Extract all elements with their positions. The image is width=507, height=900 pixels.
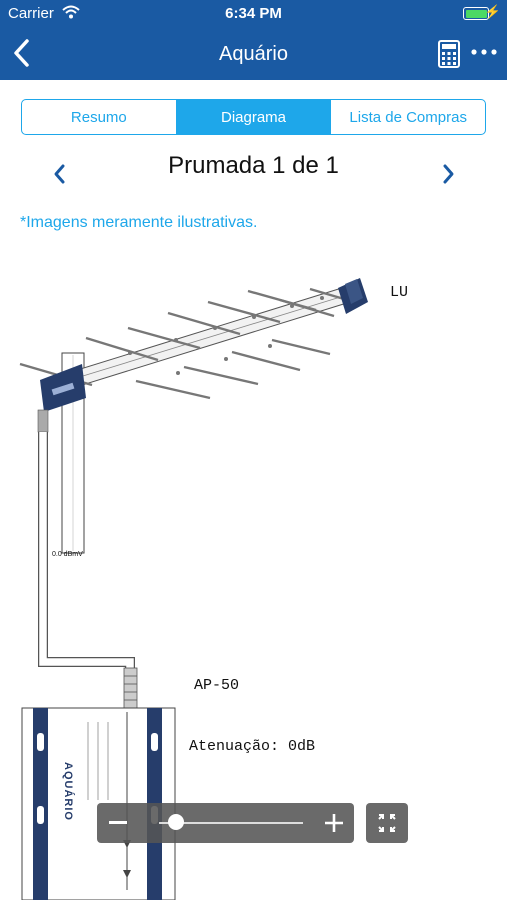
antenna-dipole-housing: [40, 364, 86, 412]
tab-lista-de-compras[interactable]: Lista de Compras: [349, 108, 467, 126]
zoom-slider-thumb[interactable]: [168, 814, 185, 830]
diagram-canvas[interactable]: LU 0.0 dBmV AP-50 Atenuação: 0dB AQUÁRIO: [0, 240, 507, 900]
tab-diagrama[interactable]: Diagrama: [176, 100, 332, 134]
chevron-left-icon[interactable]: [50, 162, 70, 186]
attenuation-label: Atenuação: 0dB: [189, 738, 316, 755]
coaxial-cable: [37, 409, 138, 709]
antenna-label: LU: [390, 284, 409, 301]
carrier-label: Carrier: [8, 5, 54, 22]
tab-segmented-control: Resumo Diagrama Lista de Compras: [21, 99, 486, 135]
device-brand-label: AQUÁRIO: [62, 762, 74, 821]
calculator-icon[interactable]: [438, 40, 460, 68]
charging-icon: ⚡: [484, 4, 501, 19]
antenna-end-block: [338, 278, 368, 314]
prumada-title: Prumada 1 de 1: [168, 152, 339, 179]
amplifier-label: AP-50: [194, 677, 240, 694]
battery-icon: [463, 7, 489, 20]
status-time: 6:34 PM: [225, 5, 282, 22]
fit-to-screen-button[interactable]: [366, 803, 408, 843]
zoom-out-button[interactable]: [109, 821, 127, 824]
zoom-in-button[interactable]: [322, 811, 346, 835]
chevron-right-icon[interactable]: [438, 162, 458, 186]
back-icon[interactable]: [10, 36, 36, 70]
prumada-pager: Prumada 1 de 1: [0, 150, 507, 190]
disclaimer-text: *Imagens meramente ilustrativas.: [20, 214, 258, 231]
wifi-icon: [62, 5, 80, 19]
zoom-control: [97, 803, 354, 843]
status-bar: Carrier 6:34 PM ⚡: [0, 0, 507, 28]
diagram-drawing: [19, 278, 368, 900]
element-joints: [128, 296, 324, 375]
tab-resumo[interactable]: Resumo: [22, 100, 177, 134]
nav-title: Aquário: [219, 43, 288, 65]
navigation-bar: Aquário: [0, 28, 507, 80]
collapse-icon: [378, 814, 396, 832]
more-options-icon[interactable]: [470, 42, 498, 62]
antenna-boom: [44, 286, 351, 396]
signal-level-label: 0.0 dBmV: [52, 551, 83, 558]
zoom-slider-track[interactable]: [159, 822, 303, 824]
